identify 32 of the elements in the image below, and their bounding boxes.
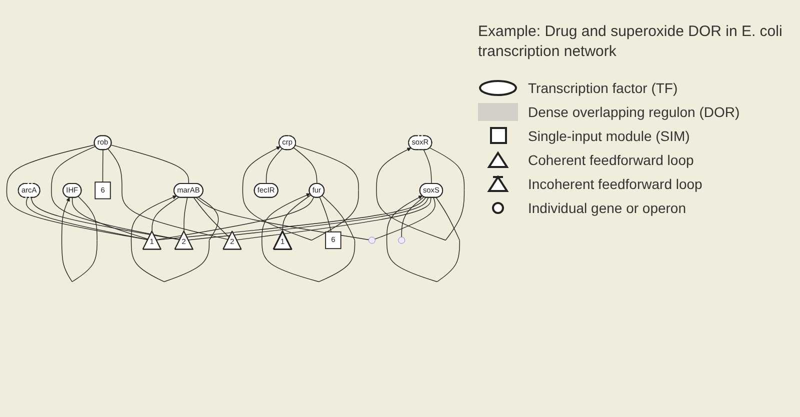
connector	[282, 194, 311, 232]
connector	[110, 144, 189, 184]
connector	[30, 197, 180, 240]
arrow	[386, 195, 460, 282]
connector	[400, 196, 424, 238]
node-circle	[368, 236, 375, 244]
node-box	[94, 181, 110, 199]
connector	[71, 197, 148, 240]
connector	[374, 197, 435, 240]
legend-label: Single-input module (SIM)	[528, 128, 690, 144]
connector	[102, 149, 103, 182]
legend-label: Individual gene or operon	[528, 200, 686, 216]
connector	[107, 148, 228, 240]
arrow	[376, 147, 464, 240]
connector	[292, 147, 317, 184]
connector	[422, 149, 432, 184]
legend-label: Incoherent feedforward loop	[528, 176, 702, 192]
legend-label: Dense overlapping regulon (DOR)	[528, 104, 740, 120]
legend-label: Coherent feedforward loop	[528, 152, 694, 168]
node-circle	[398, 236, 405, 244]
connector	[183, 197, 188, 232]
connector	[25, 197, 148, 240]
arrow	[242, 144, 358, 240]
connector	[192, 197, 230, 238]
connector	[151, 196, 179, 232]
connector	[6, 144, 148, 240]
connector	[50, 146, 180, 240]
legend-label: Transcription factor (TF)	[528, 80, 678, 96]
arrow	[60, 196, 97, 282]
connector	[265, 148, 282, 184]
connector	[155, 196, 314, 240]
diagram-title: Example: Drug and superoxide DOR in E. coli transcription network	[478, 22, 784, 61]
